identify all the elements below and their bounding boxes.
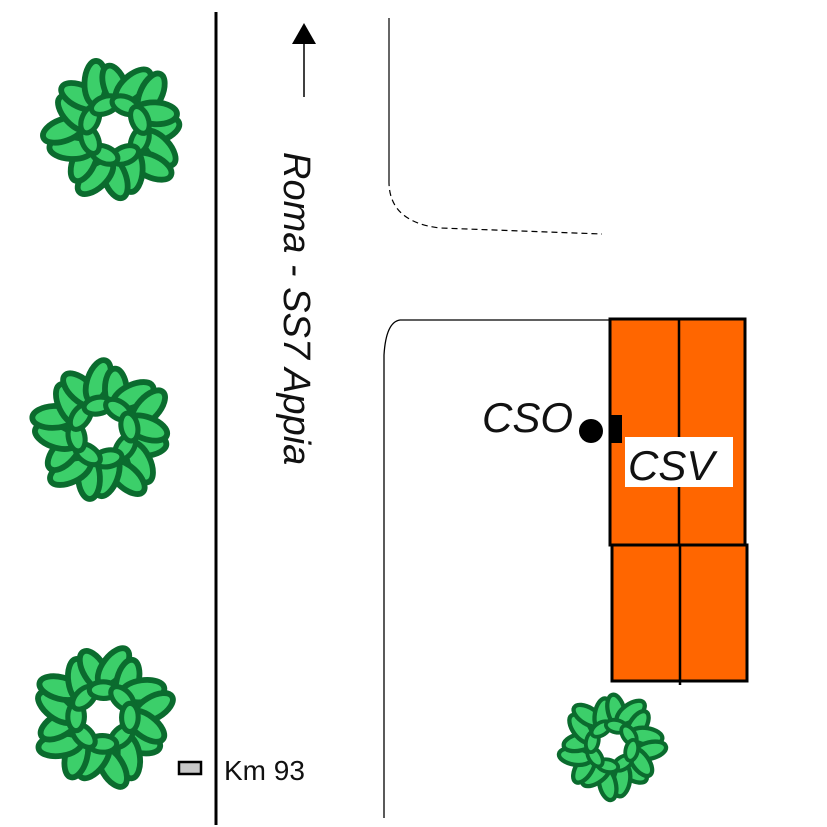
cso-point[interactable] <box>579 419 603 443</box>
milestone-label: Km 93 <box>224 755 305 786</box>
csv-marker <box>609 415 622 443</box>
tree-leaf <box>119 700 141 735</box>
building <box>608 317 749 685</box>
tree-leaf <box>128 103 152 136</box>
side-road-upper <box>388 18 603 235</box>
tree-icon <box>29 357 171 502</box>
tree-icon <box>40 58 183 202</box>
csv-label[interactable]: CSV <box>628 442 718 489</box>
cso-label[interactable]: CSO <box>482 394 573 441</box>
csv-label-box <box>625 437 733 487</box>
tree-leaf <box>118 410 141 444</box>
side-road-lower <box>383 319 610 818</box>
trees <box>29 58 669 803</box>
road-label: Roma - SS7 Appia <box>275 152 317 465</box>
tree-leaf <box>623 737 641 763</box>
tree-icon <box>556 692 669 803</box>
milestone-marker-icon <box>177 760 203 776</box>
tree-icon <box>35 645 176 790</box>
building-section <box>608 317 747 547</box>
arrow-up-icon <box>292 23 316 97</box>
